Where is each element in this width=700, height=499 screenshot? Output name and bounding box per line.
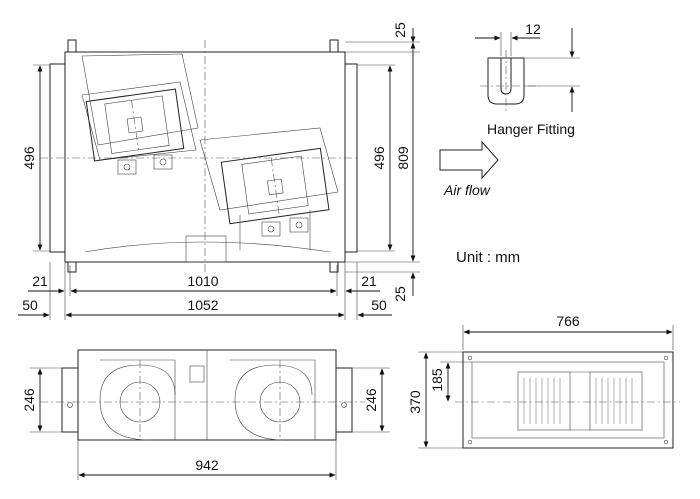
dim-top-right-outer: 809 [395, 146, 411, 170]
dim-side-inner-height: 185 [429, 368, 445, 392]
dim-side-height: 370 [407, 390, 423, 414]
hanger-tab [329, 261, 339, 273]
unit-label: Unit : mm [456, 249, 520, 266]
dim-side-width: 766 [556, 313, 580, 329]
air-flow-label: Air flow [443, 182, 491, 198]
dim-offset-left-21: 21 [32, 273, 48, 289]
side-view [455, 351, 680, 449]
front-view-dimensions: 246 246 942 [21, 367, 390, 480]
air-flow-arrow-icon [439, 140, 499, 180]
dim-front-right-height: 246 [363, 388, 379, 412]
front-view [40, 349, 365, 441]
dim-width-outer: 1052 [187, 297, 218, 313]
dim-front-left-height: 246 [21, 388, 37, 412]
dim-width-inner: 1010 [187, 273, 218, 289]
hanger-tab [67, 261, 77, 273]
dim-offset-right-21: 21 [361, 273, 377, 289]
dim-top-right-inner: 496 [371, 146, 387, 170]
top-view [40, 39, 360, 273]
dim-offset-right-50: 50 [371, 297, 387, 313]
hanger-fitting-label: Hanger Fitting [487, 121, 575, 137]
dim-top-gap-upper: 25 [392, 22, 408, 38]
dim-hanger-width: 12 [525, 21, 541, 37]
hanger-tab [329, 39, 339, 53]
dim-front-width: 942 [195, 457, 219, 473]
dim-top-gap-lower: 25 [392, 286, 408, 302]
hanger-tab [67, 39, 77, 53]
dim-top-left-height: 496 [21, 146, 37, 170]
hanger-fitting-detail: 12 Hanger Fitting [475, 21, 580, 137]
side-view-dimensions: 766 185 370 [407, 313, 674, 449]
dim-offset-left-50: 50 [22, 297, 38, 313]
air-flow-indicator: Air flow [439, 140, 499, 198]
top-view-dimensions: 496 496 809 25 25 1010 21 21 [18, 22, 420, 320]
